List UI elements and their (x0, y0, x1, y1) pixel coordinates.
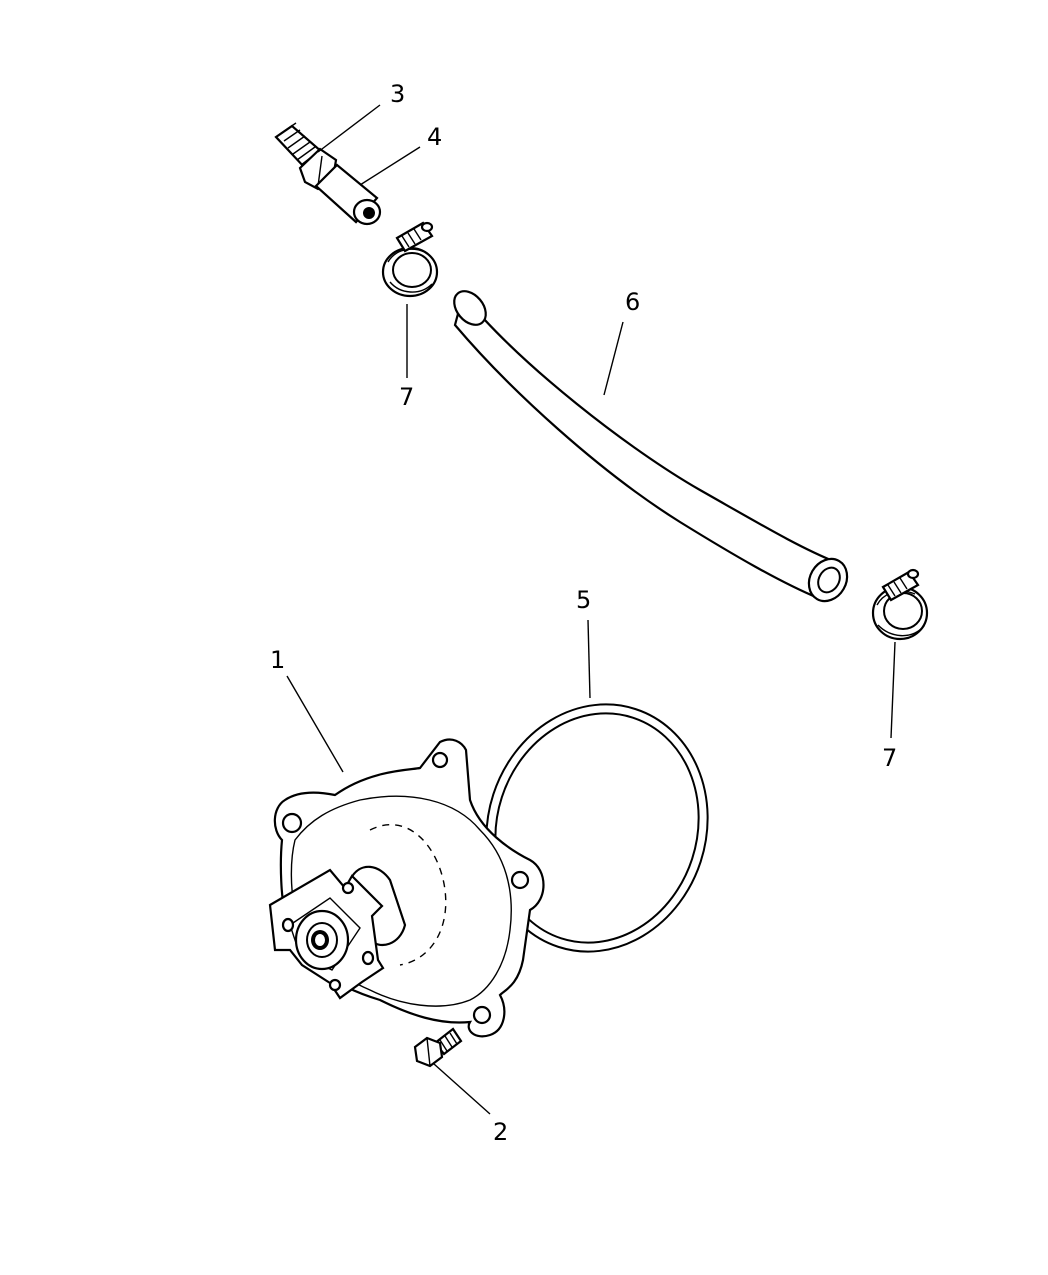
pump-gasket (485, 703, 709, 953)
hose-fitting (274, 122, 382, 226)
callout-6: 6 (625, 288, 640, 316)
hose-clamp-lower (871, 568, 929, 641)
callout-7-lower: 7 (882, 744, 897, 772)
callout-1: 1 (270, 646, 285, 674)
callout-4: 4 (427, 123, 442, 151)
water-pump (268, 738, 545, 1038)
callout-2: 2 (493, 1118, 508, 1146)
leader-lines (286, 104, 896, 1115)
callout-3: 3 (390, 80, 405, 108)
callout-7-upper: 7 (399, 383, 414, 411)
callout-5: 5 (576, 586, 591, 614)
pump-bolt (413, 1027, 463, 1068)
coolant-hose (453, 290, 849, 603)
hose-clamp-upper (381, 221, 439, 298)
